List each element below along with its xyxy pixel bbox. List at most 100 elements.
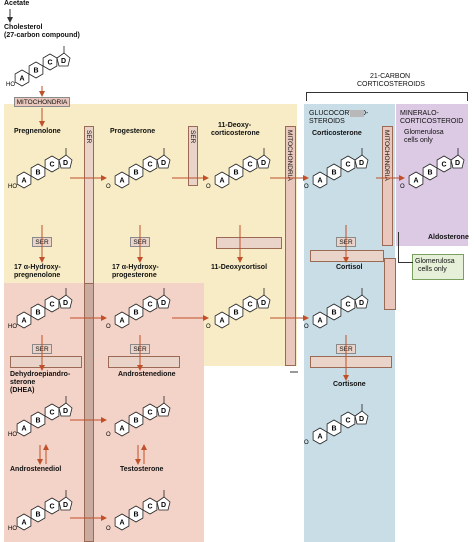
glomerulosa-note-b: cells only xyxy=(404,137,433,144)
ring-b-label: B xyxy=(35,512,40,519)
ring-a xyxy=(14,69,30,87)
label-progesterone: Progesterone xyxy=(110,128,156,135)
corticosteroid-bracket xyxy=(306,92,468,101)
hydroxyl-group: HO xyxy=(8,432,17,438)
ser-box-cortisol-bar xyxy=(310,356,392,368)
ring-b-label: B xyxy=(331,170,336,177)
label-testosterone: Testosterone xyxy=(120,466,164,473)
ring-d xyxy=(156,496,171,511)
ring-a xyxy=(114,513,130,531)
ring-c xyxy=(340,295,356,313)
ring-b xyxy=(326,163,342,181)
ring-c xyxy=(340,155,356,173)
ring-c-label: C xyxy=(147,410,152,417)
ring-b-label: B xyxy=(133,418,138,425)
ring-c xyxy=(340,411,356,429)
ring-c xyxy=(44,403,60,421)
ring-b xyxy=(30,303,46,321)
ring-d xyxy=(58,496,73,511)
label-hydroxypregnenolone: 17 α-Hydroxy- xyxy=(14,264,61,271)
ring-c xyxy=(142,497,158,515)
ring-c-label: C xyxy=(147,504,152,511)
glucocorticoid-label-mark xyxy=(350,110,364,117)
ring-d-label: D xyxy=(63,160,68,167)
ring-b-label: B xyxy=(35,418,40,425)
ring-d-label: D xyxy=(63,408,68,415)
ring-c-label: C xyxy=(247,302,252,309)
ring-a-label: A xyxy=(317,434,322,441)
ring-b-label: B xyxy=(331,426,336,433)
ring-d-label: D xyxy=(161,408,166,415)
cholesterol-note: (27-carbon compound) xyxy=(4,32,80,39)
ring-b-label: B xyxy=(133,310,138,317)
cholesterol-label: Cholesterol xyxy=(4,24,43,31)
acetate-label: Acetate xyxy=(4,0,30,7)
ring-c-label: C xyxy=(247,162,252,169)
ring-a-label: A xyxy=(219,318,224,325)
ring-c-label: C xyxy=(345,418,350,425)
ring-b-label: B xyxy=(133,512,138,519)
label-aldosterone: Aldosterone xyxy=(428,234,469,241)
ring-c xyxy=(142,295,158,313)
ring-b xyxy=(326,419,342,437)
ring-c-label: C xyxy=(345,302,350,309)
ring-a-label: A xyxy=(317,178,322,185)
steroid-androstenediol: A B C D HO xyxy=(8,490,73,532)
ring-a-label: A xyxy=(119,318,124,325)
ring-c xyxy=(42,53,58,71)
ring-c-label: C xyxy=(47,60,52,67)
ring-a xyxy=(114,419,130,437)
ring-b-label: B xyxy=(233,310,238,317)
ketone-group: O xyxy=(206,324,211,330)
ring-a xyxy=(214,311,230,329)
ring-d xyxy=(56,52,71,67)
ring-d xyxy=(156,402,171,417)
ring-c-label: C xyxy=(49,302,54,309)
ring-d xyxy=(354,410,369,425)
mitochondria-bar-1-label: MITOCHONDRIA xyxy=(286,130,293,181)
ring-b xyxy=(128,163,144,181)
ring-d xyxy=(450,154,465,169)
ring-d xyxy=(256,154,271,169)
mineralocorticoid-label-2: CORTICOSTEROID xyxy=(400,118,464,125)
ketone-group: O xyxy=(304,184,309,190)
ring-a-label: A xyxy=(317,318,322,325)
hydroxyl-group: HO xyxy=(6,82,15,88)
ring-d-label: D xyxy=(161,300,166,307)
ring-a-label: A xyxy=(119,426,124,433)
ring-d xyxy=(256,294,271,309)
ring-d-label: D xyxy=(63,502,68,509)
hydroxyl-group: HO xyxy=(8,184,17,190)
hydroxyl-group: HO xyxy=(8,526,17,532)
ring-c xyxy=(44,155,60,173)
ketone-group: O xyxy=(106,432,111,438)
label-cortisone: Cortisone xyxy=(333,381,366,388)
ring-a xyxy=(114,171,130,189)
corticosteroid-heading: 21-CARBON xyxy=(370,73,411,80)
ring-b xyxy=(326,303,342,321)
label-cortisol: Cortisol xyxy=(336,264,363,271)
corticosteroid-heading-2: CORTICOSTEROIDS xyxy=(357,81,425,88)
ring-a-label: A xyxy=(119,178,124,185)
ring-c-label: C xyxy=(147,302,152,309)
ring-b-label: B xyxy=(427,170,432,177)
label-hydroxyprogesterone-2: progesterone xyxy=(112,272,157,279)
mitochondria-box-cortisol xyxy=(384,258,396,310)
ring-a-label: A xyxy=(21,520,26,527)
ring-d xyxy=(354,154,369,169)
callout-connector xyxy=(398,232,413,263)
glomerulosa-callout-b: cells only xyxy=(418,266,447,273)
ring-a xyxy=(408,171,424,189)
mitochondria-bar-2-label: MITOCHONDRIA xyxy=(383,130,390,181)
ring-a-label: A xyxy=(21,178,26,185)
ring-a-label: A xyxy=(119,520,124,527)
ring-a-label: A xyxy=(21,426,26,433)
ring-c-label: C xyxy=(441,162,446,169)
ring-c-label: C xyxy=(49,504,54,511)
label-deoxycorticosterone: 11-Deoxy- xyxy=(218,122,252,129)
mitochondria-bar-2 xyxy=(382,126,393,246)
